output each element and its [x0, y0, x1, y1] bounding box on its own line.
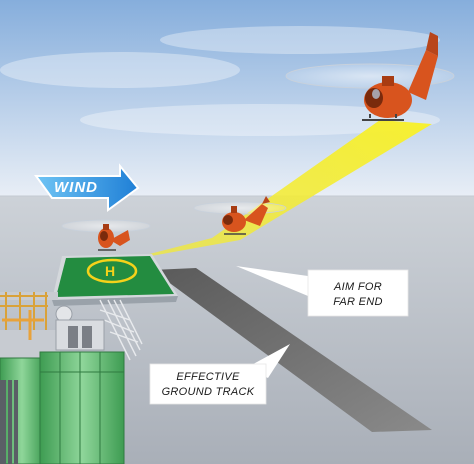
- approach-path: [118, 120, 432, 262]
- platform-truss: [99, 299, 143, 361]
- aim-callout: AIM FOR FAR END: [236, 266, 409, 317]
- wind-arrow-icon: WIND: [34, 163, 140, 212]
- helicopter-icon: [193, 196, 287, 235]
- ground-track-callout: EFFECTIVE GROUND TRACK: [149, 344, 290, 405]
- offshore-platform: [0, 292, 143, 464]
- helipad-circle: [86, 258, 138, 284]
- wind-label: WIND: [54, 179, 98, 196]
- effective-ground-track: [152, 268, 432, 432]
- helicopter-icon: [285, 32, 455, 121]
- ground-track-label-line2: GROUND TRACK: [162, 386, 255, 398]
- aim-label-line2: FAR END: [333, 296, 383, 308]
- ground-track-label-line1: EFFECTIVE: [176, 371, 240, 383]
- helipad: H: [52, 254, 178, 306]
- platform-pipes: [2, 310, 44, 340]
- clouds: [0, 26, 440, 136]
- aim-label-line1: AIM FOR: [333, 281, 382, 293]
- platform-railing: [0, 292, 48, 330]
- helicopter-icon: [61, 219, 151, 251]
- helipad-letter: H: [105, 263, 115, 279]
